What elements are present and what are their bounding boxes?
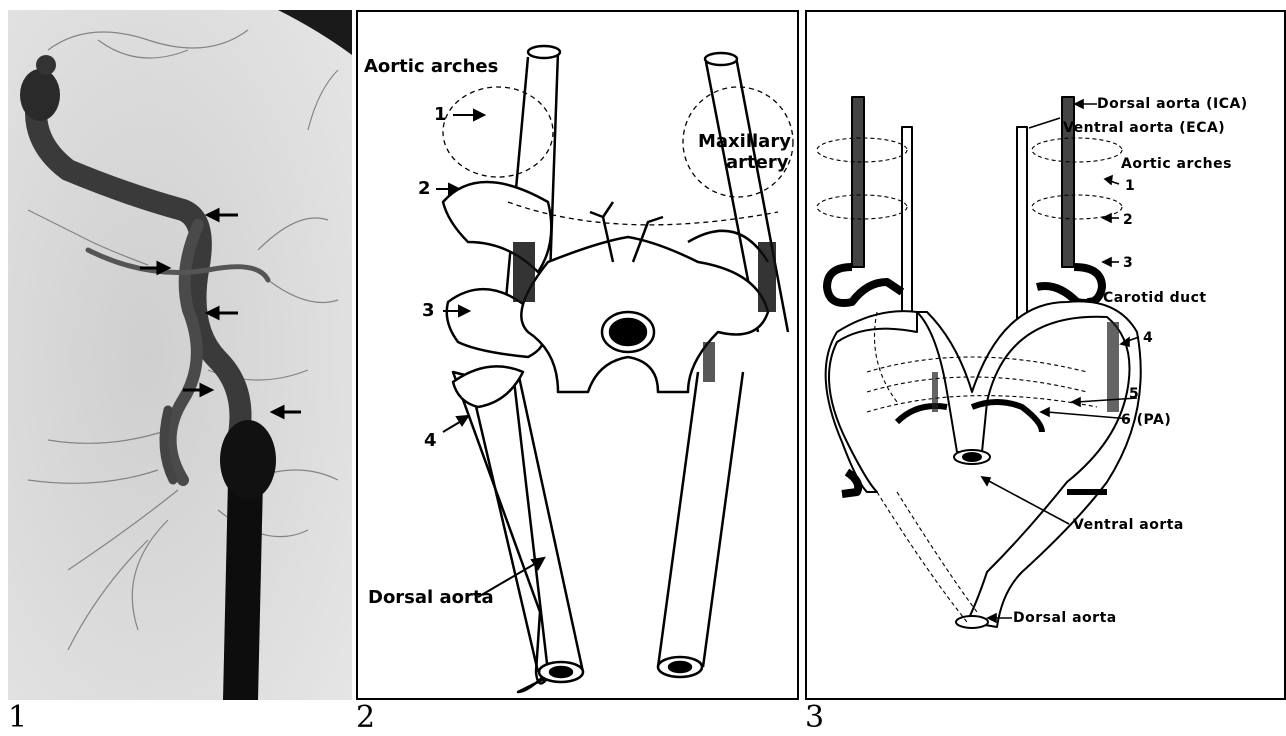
label-carotid-duct: Carotid duct	[1103, 290, 1207, 306]
label-arch-6-pa: 6 (PA)	[1121, 412, 1171, 428]
label-maxillary-line2: artery	[726, 152, 788, 173]
label-ventral-aorta-eca: Ventral aorta (ECA)	[1063, 120, 1225, 136]
figure-number-3: 3	[805, 700, 824, 736]
arch-derivatives-diagram-panel: Dorsal aorta (ICA) Ventral aorta (ECA) A…	[805, 10, 1286, 700]
label-ventral-aorta: Ventral aorta	[1073, 517, 1184, 533]
label-arch-1: 1	[1125, 178, 1135, 194]
label-arch-2: 2	[418, 178, 431, 199]
derivatives-drawing	[807, 12, 1284, 698]
label-arch-1: 1	[434, 104, 447, 125]
label-arch-4: 4	[424, 430, 437, 451]
angiogram-panel	[8, 10, 352, 700]
label-arch-4: 4	[1143, 330, 1153, 346]
label-maxillary-line1: Maxillary	[698, 131, 791, 152]
label-dorsal-aorta: Dorsal aorta	[368, 587, 494, 608]
label-arch-3: 3	[1123, 255, 1133, 271]
aortic-arches-diagram-panel: Aortic arches Maxillary artery 1 2 3 4 D…	[356, 10, 799, 700]
label-aortic-arches: Aortic arches	[364, 56, 498, 77]
label-arch-2: 2	[1123, 212, 1133, 228]
angiogram-image	[8, 10, 352, 700]
label-arch-3: 3	[422, 300, 435, 321]
figure-number-1: 1	[8, 700, 27, 736]
figure-number-2: 2	[356, 700, 375, 736]
label-dorsal-aorta: Dorsal aorta	[1013, 610, 1117, 626]
label-aortic-arches: Aortic arches	[1121, 156, 1232, 172]
label-arch-5: 5	[1129, 386, 1139, 402]
label-dorsal-aorta-ica: Dorsal aorta (ICA)	[1097, 96, 1248, 112]
